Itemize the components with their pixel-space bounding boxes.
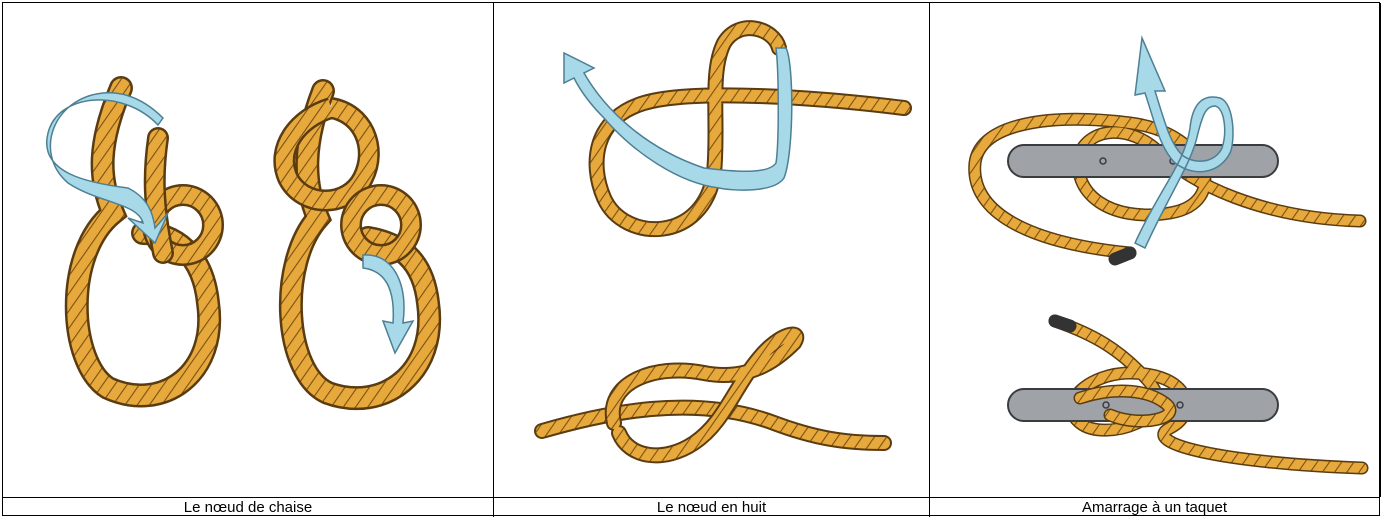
- cleat-caption: Amarrage à un taquet: [930, 498, 1379, 517]
- bowline-panel: [3, 3, 494, 497]
- rope-tip-icon: [1055, 321, 1070, 326]
- rope-tip-icon: [1115, 253, 1130, 259]
- figure-eight-knot-illustration: [494, 3, 930, 497]
- cleat-hitch-illustration: [930, 3, 1381, 497]
- cleat-step-one: [975, 38, 1360, 259]
- figure-eight-panel: [494, 3, 930, 497]
- bowline-caption: Le nœud de chaise: [3, 498, 494, 517]
- cleat-panel: [930, 3, 1381, 497]
- bowline-step-two: [284, 91, 429, 398]
- figure-eight-caption: Le nœud en huit: [494, 498, 930, 517]
- cleat-step-two: [1008, 321, 1362, 468]
- figure-eight-step-one: [564, 28, 904, 229]
- bowline-knot-illustration: [3, 3, 494, 497]
- figure-eight-step-two: [542, 335, 884, 456]
- bowline-step-one: [47, 88, 213, 395]
- caption-row: Le nœud de chaise Le nœud en huit Amarra…: [3, 497, 1379, 517]
- cleat-icon: [1008, 145, 1278, 177]
